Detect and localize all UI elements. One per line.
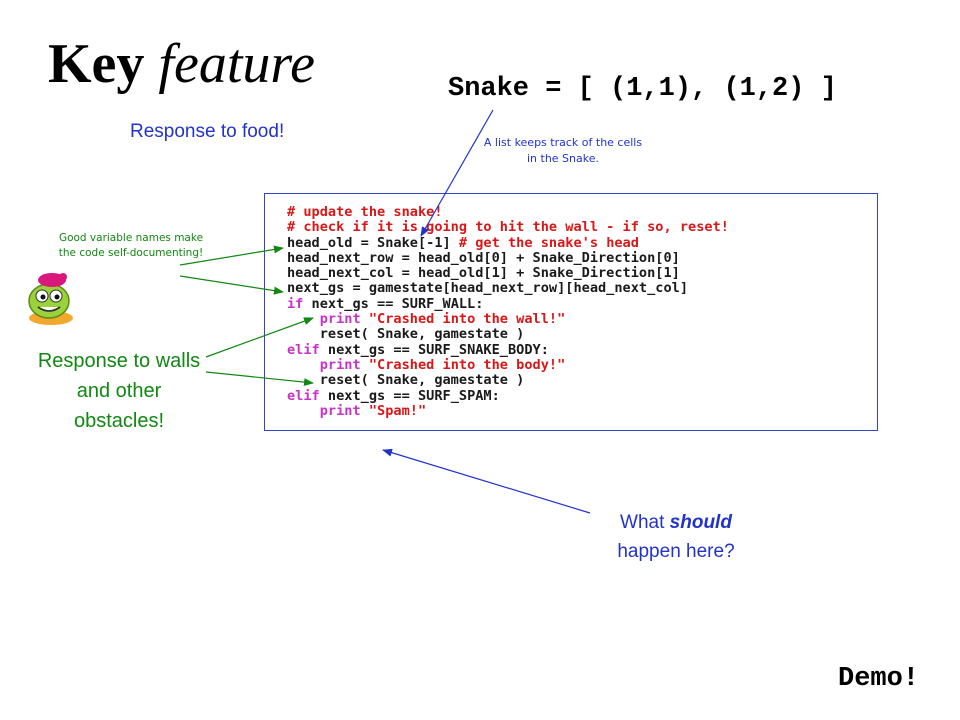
snake-list-code: Snake = [ (1,1), (1,2) ] <box>448 74 837 104</box>
arrow-question-to-code <box>382 448 591 514</box>
code-token: "Crashed into the body!" <box>368 356 566 373</box>
slide-title: Key feature <box>48 36 315 92</box>
list-note-annotation: A list keeps track of the cells in the S… <box>483 136 643 165</box>
code-token: elif <box>287 341 320 358</box>
arrow-walls-to-if <box>205 317 314 358</box>
title-italic: feature <box>158 33 315 95</box>
code-line: head_old = Snake[-1] # get the snake's h… <box>287 234 729 251</box>
code-token: # check if it is going to hit the wall -… <box>287 219 729 236</box>
code-token: "Spam!" <box>368 402 427 419</box>
walls-annotation: Response to walls and other obstacles! <box>37 350 201 432</box>
question-emphasis: should <box>669 512 732 533</box>
code-token: elif <box>287 387 320 404</box>
code-token: next_gs == SURF_WALL: <box>303 295 484 312</box>
code-token: head_old = Snake[-1] <box>287 234 459 251</box>
code-token: print <box>319 356 361 373</box>
code-line: head_next_col = head_old[1] + Snake_Dire… <box>287 266 729 281</box>
code-token: next_gs == SURF_SPAM: <box>319 387 500 404</box>
code-box: # update the snake!# check if it is goin… <box>264 193 878 431</box>
question-pre: What <box>620 512 670 533</box>
code-token: "Crashed into the wall!" <box>368 311 566 328</box>
code-token: reset( Snake, gamestate ) <box>287 326 525 343</box>
code-token: # get the snake's head <box>458 234 639 251</box>
code-line: print "Spam!" <box>287 402 729 419</box>
arrow-list-to-snake <box>420 109 494 237</box>
code-token: head_next_col = head_old[1] + Snake_Dire… <box>287 265 680 282</box>
code-line: head_next_row = head_old[0] + Snake_Dire… <box>287 249 729 266</box>
code-token: # update the snake! <box>287 204 443 220</box>
code-line: reset( Snake, gamestate ) <box>287 327 729 342</box>
code-token: next_gs = gamestate[head_next_row][head_… <box>287 280 689 297</box>
code-token: if <box>287 295 304 312</box>
title-bold: Key <box>48 33 145 95</box>
code-line: next_gs = gamestate[head_next_row][head_… <box>287 281 729 296</box>
code-token: next_gs == SURF_SNAKE_BODY: <box>319 341 549 358</box>
code-token: print <box>319 402 361 419</box>
code-line: print "Crashed into the wall!" <box>287 311 729 328</box>
arrow-varnames-to-next-gs <box>179 275 284 295</box>
code-line: # check if it is going to hit the wall -… <box>287 220 729 235</box>
code-token: print <box>319 311 361 328</box>
code-line: print "Crashed into the body!" <box>287 356 729 373</box>
arrow-varnames-to-head-old <box>179 245 284 266</box>
food-annotation: Response to food! <box>130 121 285 142</box>
question-post: happen here? <box>617 541 735 563</box>
varnames-annotation: Good variable names make the code self-d… <box>58 232 204 259</box>
demo-label: Demo! <box>838 664 920 694</box>
arrow-walls-to-elif <box>205 371 314 387</box>
avatar-icon <box>28 273 73 325</box>
code-line: # update the snake! <box>287 204 729 220</box>
code-line: elif next_gs == SURF_SPAM: <box>287 387 729 404</box>
code-line: if next_gs == SURF_WALL: <box>287 295 729 312</box>
code-line: elif next_gs == SURF_SNAKE_BODY: <box>287 341 729 358</box>
question-annotation: What should happen here? <box>588 508 764 567</box>
code-token: head_next_row = head_old[0] + Snake_Dire… <box>287 249 680 266</box>
code-line: reset( Snake, gamestate ) <box>287 373 729 388</box>
code-token: reset( Snake, gamestate ) <box>287 372 525 389</box>
code-block: # update the snake!# check if it is goin… <box>287 204 729 419</box>
